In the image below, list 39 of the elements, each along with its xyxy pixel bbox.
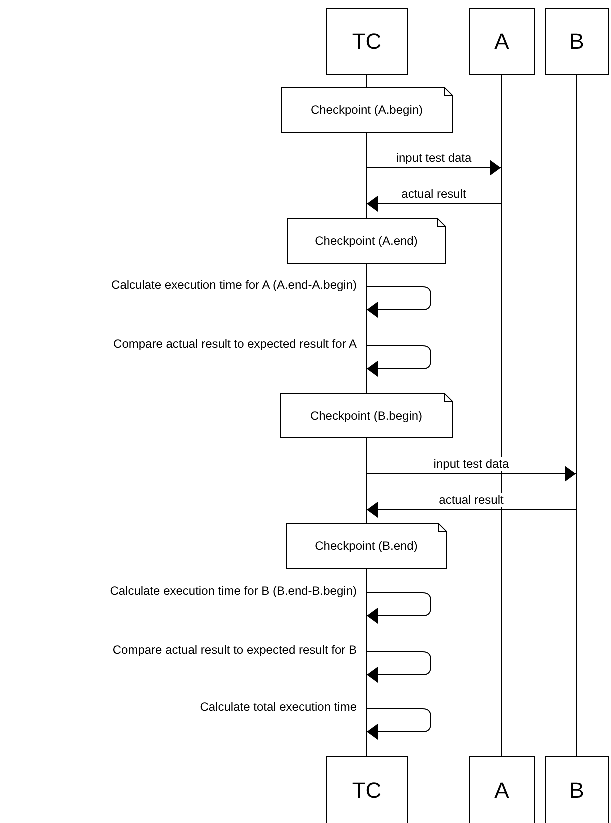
self-message-arrow [366,592,432,624]
lifeline [366,438,367,523]
lifeline [366,569,367,756]
message-label: Compare actual result to expected result for A [112,337,358,351]
note-text: Checkpoint (A.begin) [310,103,424,117]
note-text: Checkpoint (B.begin) [310,408,423,422]
lifeline [366,75,367,87]
lifeline [501,75,502,756]
message-label: Calculate execution time for A (A.end-A.begin) [110,278,358,292]
self-message-arrow [366,346,432,377]
note-box [280,393,453,438]
participant-box: A [469,8,535,75]
note-text: Checkpoint (B.end) [315,539,418,553]
message-arrow [366,502,576,518]
message-arrow [366,160,502,176]
message-label: Calculate execution time for B (B.end-B.begin) [109,584,358,598]
participant-box: TC [326,8,408,75]
note-box [287,218,446,264]
self-message-arrow [366,708,432,740]
lifeline [576,75,577,756]
participant-box: A [469,756,535,823]
message-arrow [366,196,502,212]
participant-box: TC [326,756,408,823]
self-message-arrow [366,652,432,683]
note-text: Checkpoint (A.end) [315,234,418,248]
message-label: input test data [432,457,510,471]
lifeline [366,133,367,218]
lifeline [366,264,367,393]
self-message-arrow [366,286,432,318]
message-arrow [366,466,576,482]
message-label: actual result [438,493,505,507]
note-box [281,87,453,133]
message-label: actual result [400,187,468,201]
message-label: Calculate total execution time [199,700,358,714]
message-label: input test data [395,151,473,165]
participant-box: B [545,8,609,75]
participant-box: B [545,756,609,823]
message-label: Compare actual result to expected result for B [112,643,358,657]
note-box [286,523,447,569]
